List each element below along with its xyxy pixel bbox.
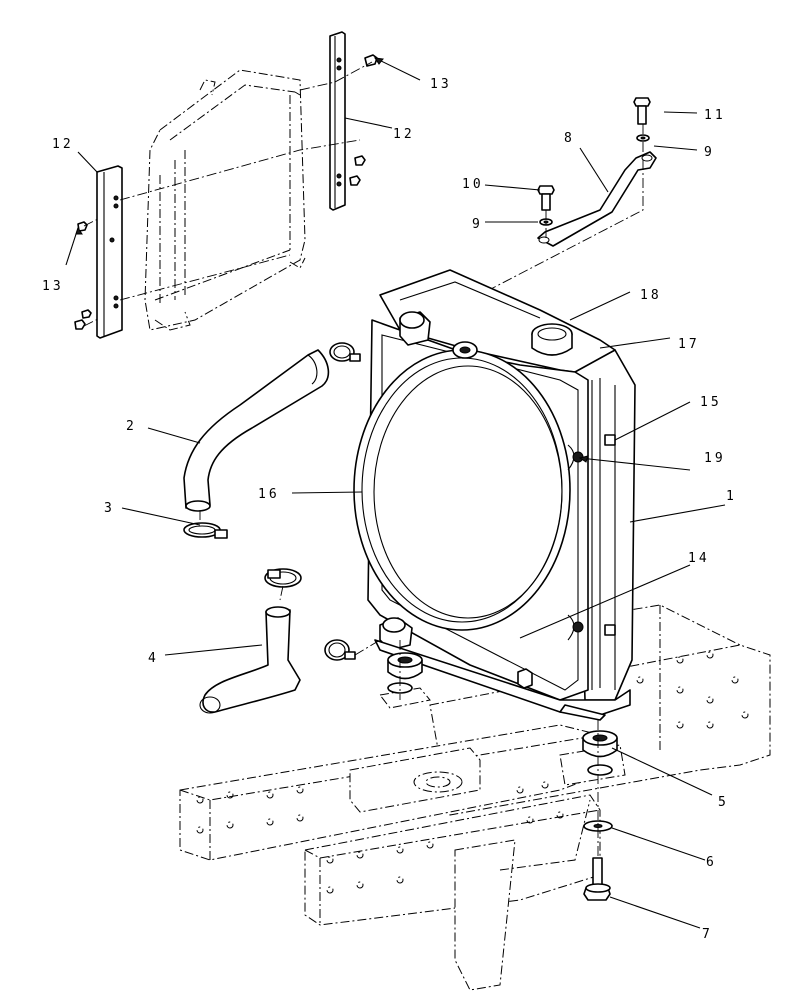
callout-9-left: 9 [472,217,483,232]
side-bracket-right [329,31,346,211]
callout-10: 10 [462,177,484,192]
callout-4: 4 [148,651,159,666]
callout-15: 15 [700,395,722,410]
callout-12-right: 12 [393,127,415,142]
callout-2: 2 [126,419,137,434]
frame-holes [196,651,749,894]
axis-lower-hose [354,639,381,656]
mount-bolt [583,857,611,901]
callout-9-right: 9 [704,145,715,160]
chassis-frame-phantom [179,604,771,991]
upper-hose-clamp-bottom [183,522,228,539]
lower-hose-clamp-bottom [324,639,356,661]
lower-hose [199,606,301,714]
radiator-assembly [353,269,636,721]
radiator-cap [531,323,573,356]
callout-13-left: 13 [42,279,64,294]
callout-16: 16 [258,487,280,502]
mount-washer [583,820,613,832]
phantom-cooler-assembly [144,69,306,331]
upper-hose-clamp-top [329,342,361,362]
axis-lower-clamp [279,585,284,601]
callout-1: 1 [726,489,737,504]
callout-18: 18 [640,288,662,303]
callout-8: 8 [564,131,575,146]
callout-7: 7 [702,927,713,942]
stay-rod [537,151,657,247]
callout-19: 19 [704,451,726,466]
lower-hose-clamp-top [264,568,302,588]
axis-stay-right [459,124,644,306]
leader-lines [65,57,726,929]
upper-hose [183,349,330,512]
callout-3: 3 [104,501,115,516]
leader-arrowheads [75,57,589,463]
rubber-mount-right [582,730,618,776]
callout-12-left: 12 [52,137,74,152]
callout-5: 5 [718,795,729,810]
callout-13-right: 13 [430,77,452,92]
callout-17: 17 [678,337,700,352]
stay-rod-bolt-long [633,97,651,142]
bracket-axis-lines [83,61,373,327]
callout-14: 14 [688,551,710,566]
rubber-mount-left [387,652,423,694]
callout-11: 11 [704,108,726,123]
callout-6: 6 [706,855,717,870]
side-bracket-left [96,165,123,339]
bracket-bolts [74,54,378,330]
fan-shroud-ring [353,349,571,631]
callout-labels: 1 2 3 4 5 6 7 8 9 9 10 11 12 12 13 13 14… [42,77,737,942]
